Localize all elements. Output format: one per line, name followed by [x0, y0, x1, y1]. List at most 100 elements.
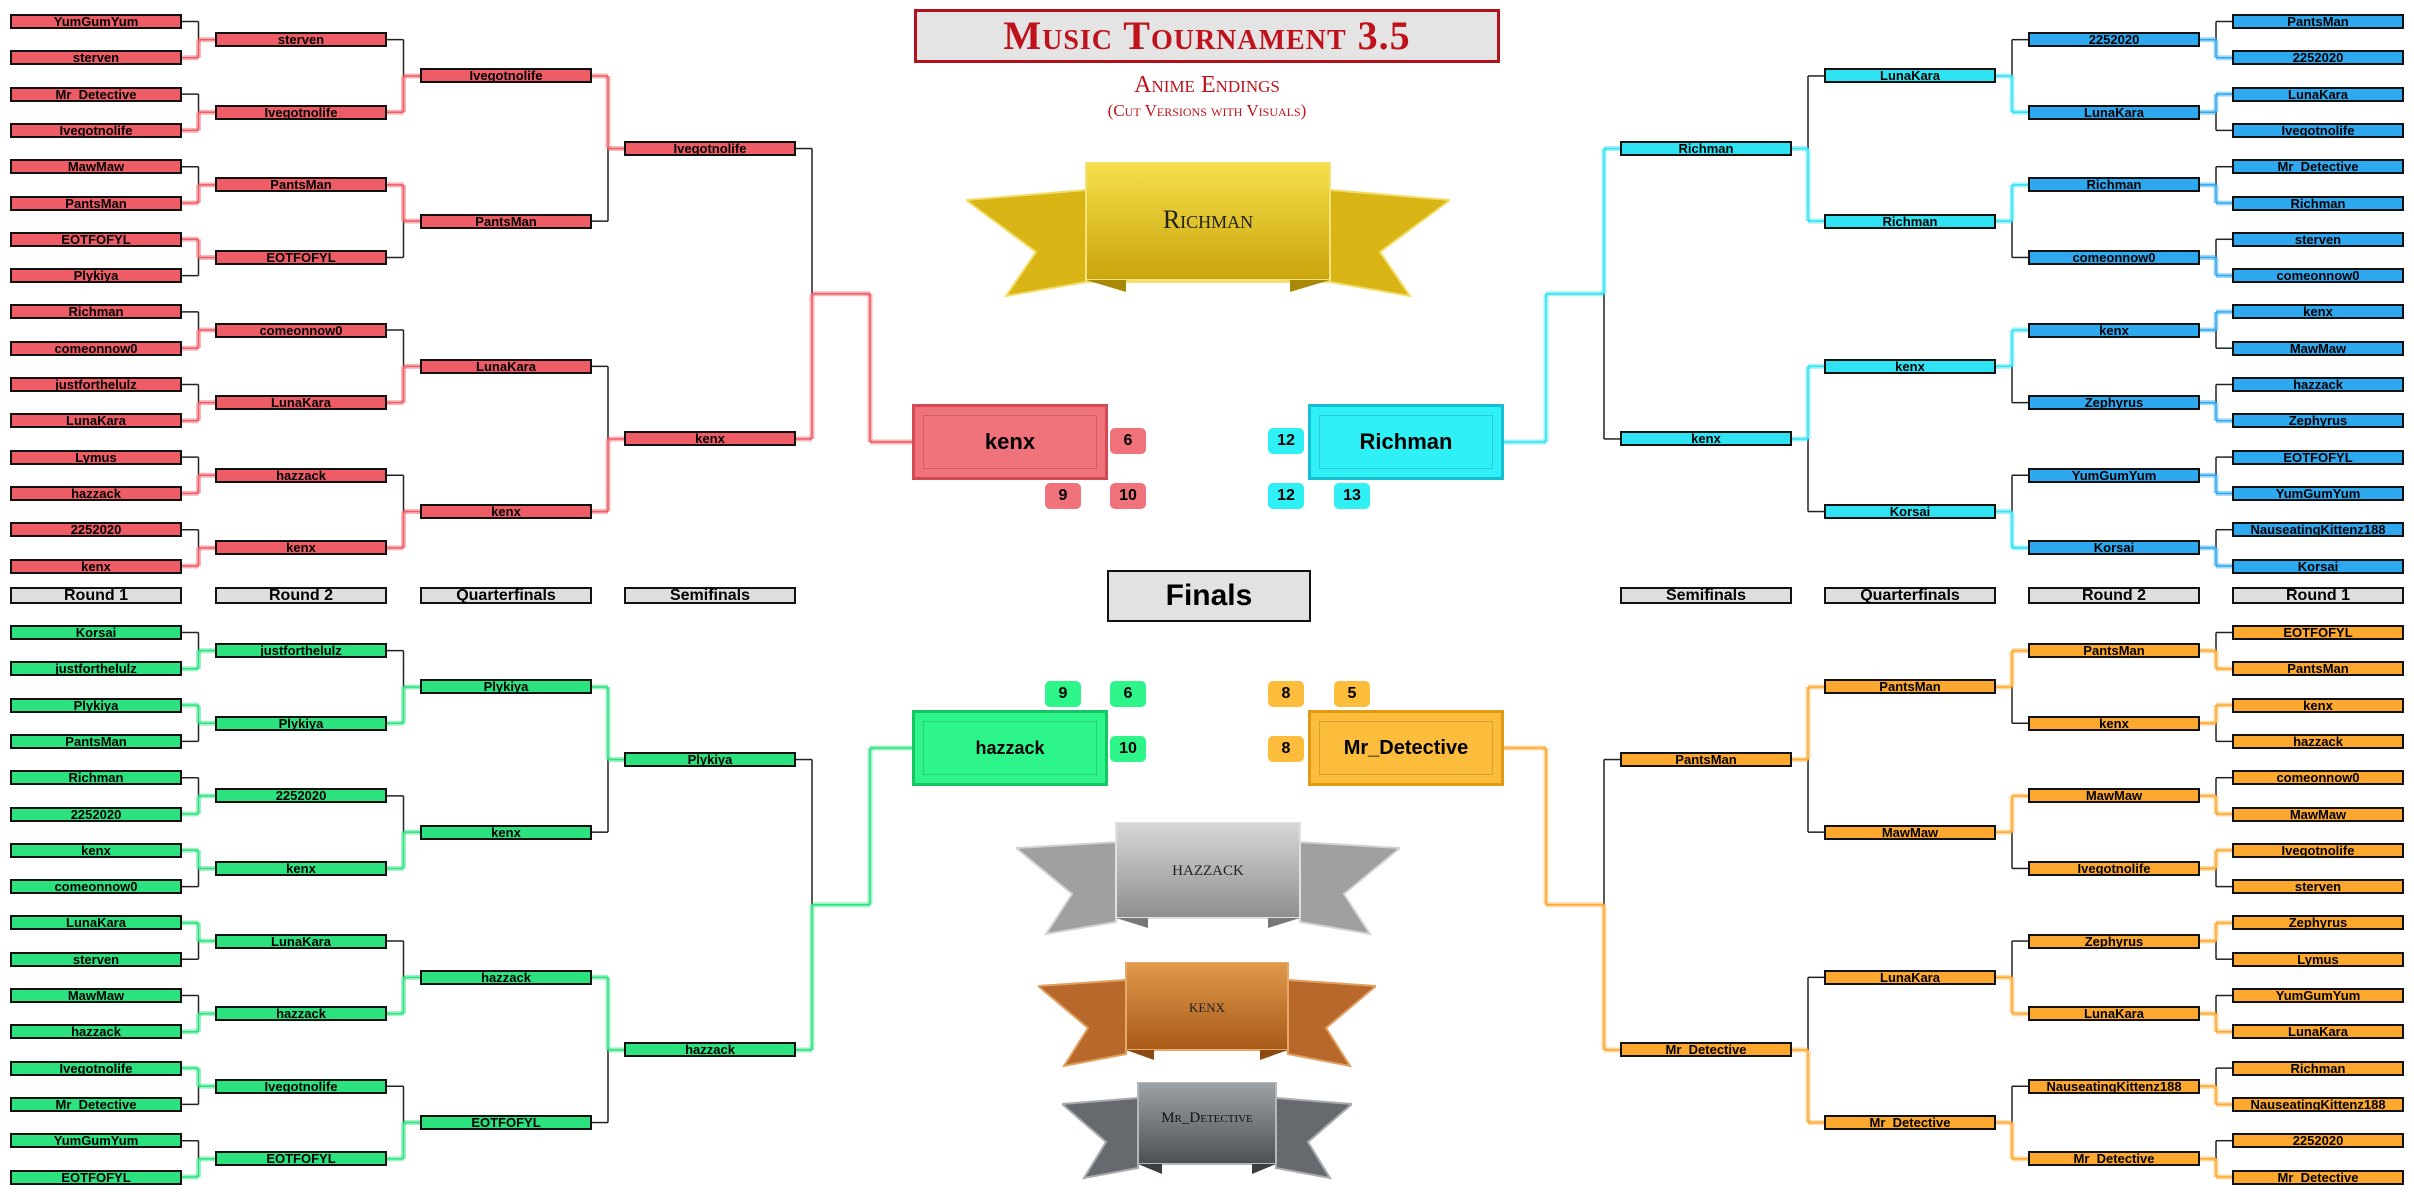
score-badge: 9 — [1045, 681, 1081, 707]
bracket-slot: sterven — [10, 951, 182, 967]
bracket-slot: Mr_Detective — [2232, 159, 2404, 175]
bracket-slot: hazzack — [10, 485, 182, 501]
bracket-slot: hazzack — [215, 467, 387, 483]
bracket-slot: Zephyrus — [2028, 933, 2200, 949]
bracket-slot: Plykiya — [10, 697, 182, 713]
bracket-slot: Ivegotnolife — [215, 104, 387, 120]
bracket-slot: LunaKara — [2232, 1024, 2404, 1040]
bracket-slot: comeonnow0 — [10, 340, 182, 356]
score-badge: 12 — [1268, 428, 1304, 454]
bracket-slot: LunaKara — [2028, 1006, 2200, 1022]
bracket-slot: 2252020 — [2028, 32, 2200, 48]
bracket-slot: EOTFOFYL — [2232, 449, 2404, 465]
bracket-slot: MawMaw — [10, 988, 182, 1003]
finalist-bottom-left: hazzack — [912, 710, 1108, 786]
bracket-slot: NauseatingKittenz188 — [2232, 522, 2404, 538]
round-label: Round 2 — [2028, 587, 2200, 604]
bracket-slot: PantsMan — [2232, 14, 2404, 29]
bracket-slot: hazzack — [215, 1006, 387, 1022]
bracket-slot: Ivegotnolife — [10, 122, 182, 138]
finalist-bottom-right: Mr_Detective — [1308, 710, 1504, 786]
finalist-name: Richman — [1359, 429, 1453, 454]
bracket-slot: kenx — [215, 860, 387, 876]
bracket-slot: PantsMan — [2232, 661, 2404, 677]
round-label: Quarterfinals — [1824, 587, 1996, 604]
finalist-name: hazzack — [975, 738, 1045, 758]
bracket-slot: justforthelulz — [10, 377, 182, 392]
round-label: Semifinals — [624, 587, 796, 604]
score-badge: 6 — [1110, 428, 1146, 454]
bracket-slot: kenx — [2232, 697, 2404, 713]
bracket-slot: PantsMan — [1620, 752, 1792, 768]
subtitle-note: (Cut Versions with Visuals) — [1107, 101, 1307, 120]
bracket-slot: Plykiya — [420, 679, 592, 695]
score-badge: 9 — [1045, 483, 1081, 509]
bracket-slot: Mr_Detective — [10, 86, 182, 102]
bracket-slot: YumGumYum — [2028, 467, 2200, 483]
bracket-slot: EOTFOFYL — [215, 1151, 387, 1167]
bracket-slot: MawMaw — [1824, 824, 1996, 840]
bracket-slot: Richman — [2232, 195, 2404, 211]
bracket-slot: Mr_Detective — [1824, 1115, 1996, 1131]
bracket-slot: 2252020 — [10, 806, 182, 822]
bracket-slot: Zephyrus — [2028, 395, 2200, 411]
bracket-slot: PantsMan — [10, 195, 182, 211]
bracket-slot: Mr_Detective — [10, 1096, 182, 1112]
bracket-slot: LunaKara — [2028, 104, 2200, 120]
bracket-slot: sterven — [215, 32, 387, 48]
bracket-slot: Zephyrus — [2232, 915, 2404, 931]
bracket-slot: YumGumYum — [2232, 485, 2404, 501]
round-label: Quarterfinals — [420, 587, 592, 604]
first-place-ribbon — [966, 162, 1450, 298]
first-place-name: Richman — [1162, 205, 1254, 234]
bracket-slot: kenx — [2232, 304, 2404, 320]
bracket-slot: Ivegotnolife — [2028, 860, 2200, 876]
bracket-slot: comeonnow0 — [2232, 770, 2404, 786]
bracket-slot: Richman — [10, 770, 182, 786]
bracket-slot: kenx — [2028, 715, 2200, 731]
finalist-name: kenx — [984, 429, 1036, 454]
bracket-slot: Plykiya — [624, 752, 796, 768]
bracket-slot: Mr_Detective — [2232, 1169, 2404, 1185]
bracket-slot: kenx — [1824, 358, 1996, 374]
bracket-slot: PantsMan — [1824, 679, 1996, 695]
bracket-slot: kenx — [2028, 322, 2200, 338]
bracket-slot: Richman — [10, 304, 182, 320]
bracket-slot: 2252020 — [2232, 50, 2404, 66]
bracket-slot: PantsMan — [2028, 643, 2200, 659]
bracket-slot: EOTFOFYL — [10, 231, 182, 247]
bracket-slot: MawMaw — [10, 159, 182, 175]
bracket-slot: Mr_Detective — [1620, 1042, 1792, 1058]
score-badge: 10 — [1110, 483, 1146, 509]
bracket-slot: sterven — [2232, 879, 2404, 895]
bracket-slot: comeonnow0 — [2232, 268, 2404, 284]
fourth-place-ribbon — [1062, 1082, 1352, 1180]
finalist-top-right: Richman — [1308, 404, 1504, 480]
bracket-slot: hazzack — [2232, 733, 2404, 749]
bracket-slot: LunaKara — [1824, 969, 1996, 985]
bracket-slot: YumGumYum — [10, 14, 182, 29]
finals-label: Finals — [1107, 570, 1311, 622]
bracket-slot: LunaKara — [10, 413, 182, 429]
bracket-slot: kenx — [1620, 431, 1792, 447]
bracket-slot: kenx — [10, 842, 182, 858]
bracket-slot: YumGumYum — [10, 1133, 182, 1149]
bracket-slot: Korsai — [10, 625, 182, 640]
bracket-slot: sterven — [2232, 231, 2404, 247]
page-title: Music Tournament 3.5 — [1003, 13, 1411, 58]
bracket-slot: hazzack — [10, 1024, 182, 1040]
bracket-slot: Korsai — [2028, 540, 2200, 556]
bracket-slot: kenx — [624, 431, 796, 447]
bracket-slot: comeonnow0 — [215, 322, 387, 338]
bracket-slot: EOTFOFYL — [2232, 625, 2404, 640]
bracket-slot: Ivegotnolife — [2232, 122, 2404, 138]
bracket-slot: hazzack — [2232, 377, 2404, 392]
second-place-ribbon — [1016, 822, 1400, 936]
bracket-slot: Ivegotnolife — [215, 1078, 387, 1094]
bracket-slot: LunaKara — [10, 915, 182, 931]
bracket-slot: kenx — [420, 824, 592, 840]
bracket-slot: MawMaw — [2028, 788, 2200, 804]
third-place-ribbon — [1038, 962, 1376, 1068]
